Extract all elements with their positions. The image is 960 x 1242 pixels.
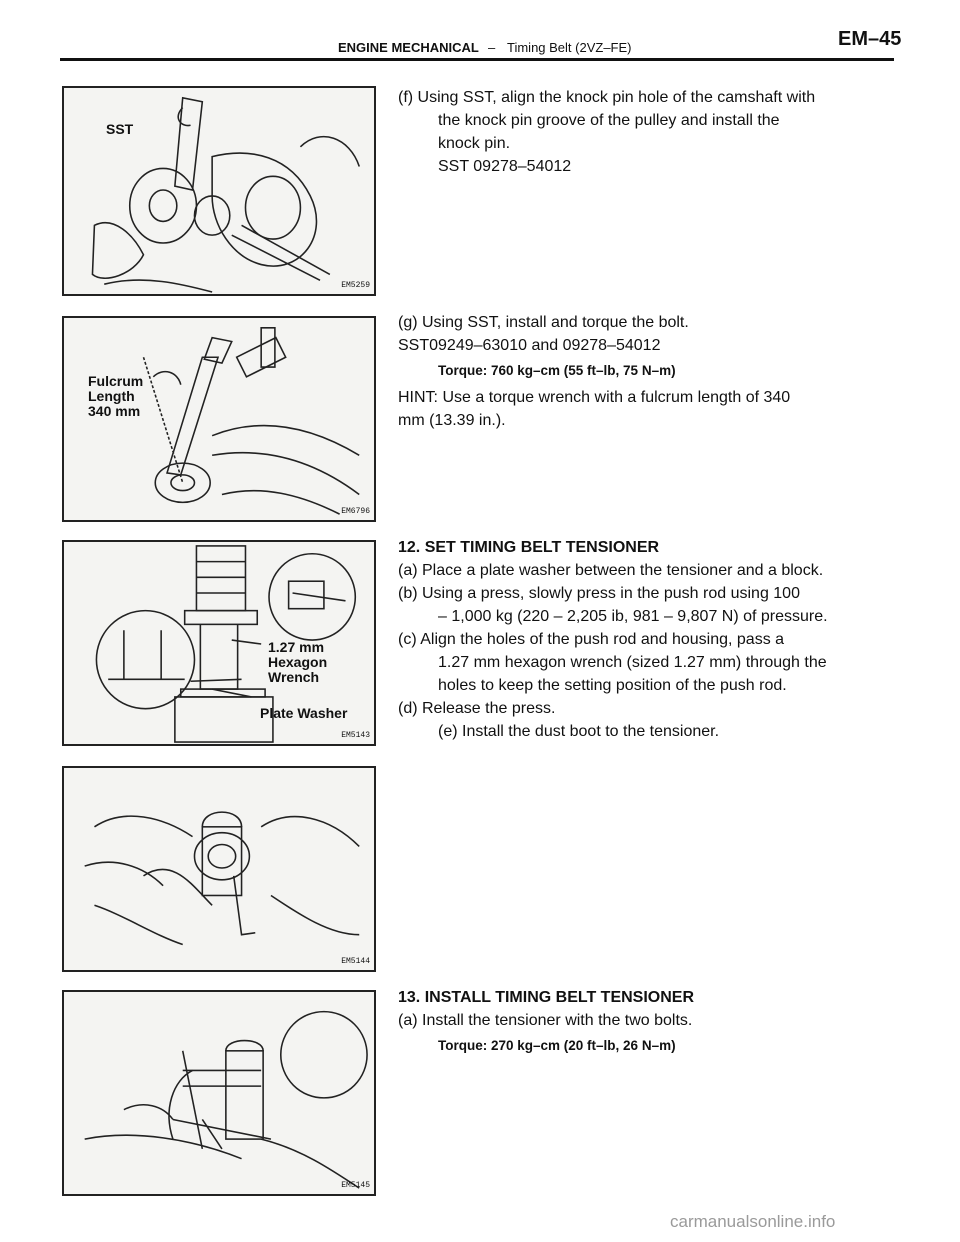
figure-hex-wrench-install: EM5144 — [62, 766, 376, 972]
step-12-line: (c) Align the holes of the push rod and … — [398, 631, 785, 648]
figure-hex-wrench-illustration — [84, 811, 360, 946]
step-g-sst: SST09249–63010 and 09278–54012 — [398, 337, 661, 354]
figure-label: Plate Washer — [260, 705, 348, 721]
step-g-hint: HINT: Use a torque wrench with a fulcrum… — [398, 389, 791, 406]
step-g-line: (g) Using SST, install and torque the bo… — [398, 314, 689, 331]
step-f-sst: SST 09278–54012 — [438, 158, 572, 175]
step-12-line: 1.27 mm hexagon wrench (sized 1.27 mm) t… — [438, 654, 827, 671]
figure-tensioner-press-illustration — [95, 545, 357, 743]
figure-code: EM5144 — [341, 957, 370, 966]
figure-label: SST — [106, 121, 134, 137]
step-g-torque: Torque: 760 kg–cm (55 ft–lb, 75 N–m) — [438, 363, 676, 378]
step-12-line: (e) Install the dust boot to the tension… — [438, 723, 720, 740]
page-number: EM–45 — [838, 28, 902, 50]
header-section: ENGINE MECHANICAL — [338, 40, 479, 55]
figure-camshaft-pulley: SST EM5259 — [62, 86, 376, 296]
figure-label: Hexagon — [268, 654, 328, 670]
step-12-line: (b) Using a press, slowly press in the p… — [398, 585, 800, 602]
step-12-line: (d) Release the press. — [398, 700, 556, 717]
step-13-text: 13. INSTALL TIMING BELT TENSIONER (a) In… — [398, 986, 878, 1061]
step-13-heading: 13. INSTALL TIMING BELT TENSIONER — [398, 989, 695, 1006]
figure-label: 1.27 mm — [268, 639, 325, 655]
figure-code: EM5143 — [341, 731, 370, 740]
page-header: ENGINE MECHANICAL – Timing Belt (2VZ–FE)… — [0, 0, 960, 64]
figure-code: EM5145 — [341, 1181, 370, 1190]
figure-torque-wrench: Fulcrum Length 340 mm EM6796 — [62, 316, 376, 522]
figure-tensioner-press: 1.27 mm Hexagon Wrench Plate Washer EM51… — [62, 540, 376, 746]
step-g-text: (g) Using SST, install and torque the bo… — [398, 311, 878, 432]
step-13-torque: Torque: 270 kg–cm (20 ft–lb, 26 N–m) — [438, 1038, 676, 1053]
step-f-line: knock pin. — [438, 135, 511, 152]
header-separator: – — [488, 40, 496, 55]
site-watermark: carmanualsonline.info — [670, 1212, 836, 1231]
step-f-line: (f) Using SST, align the knock pin hole … — [398, 89, 816, 106]
figure-code: EM6796 — [341, 507, 370, 516]
figure-tensioner-install-illustration — [84, 1010, 368, 1189]
step-g-hint: mm (13.39 in.). — [398, 412, 506, 429]
figure-label: 340 mm — [88, 403, 141, 419]
figure-torque-wrench-illustration — [142, 327, 360, 515]
step-12-line: – 1,000 kg (220 – 2,205 ib, 981 – 9,807 … — [438, 608, 828, 625]
figure-camshaft-pulley-illustration — [91, 96, 361, 293]
figure-label: Length — [88, 388, 135, 404]
figure-tensioner-install: EM5145 — [62, 990, 376, 1196]
step-13-line: (a) Install the tensioner with the two b… — [398, 1012, 693, 1029]
step-12-line: holes to keep the setting position of th… — [438, 677, 787, 694]
header-rule — [60, 58, 894, 61]
step-12-line: (a) Place a plate washer between the ten… — [398, 562, 824, 579]
step-12-text: 12. SET TIMING BELT TENSIONER (a) Place … — [398, 536, 878, 743]
step-f-text: (f) Using SST, align the knock pin hole … — [398, 86, 878, 178]
step-12-heading: 12. SET TIMING BELT TENSIONER — [398, 539, 660, 556]
step-f-line: the knock pin groove of the pulley and i… — [438, 112, 780, 129]
figure-code: EM5259 — [341, 281, 370, 290]
figure-label: Fulcrum — [88, 373, 144, 389]
header-subsection: Timing Belt (2VZ–FE) — [507, 40, 632, 55]
figure-label: Wrench — [268, 669, 320, 685]
